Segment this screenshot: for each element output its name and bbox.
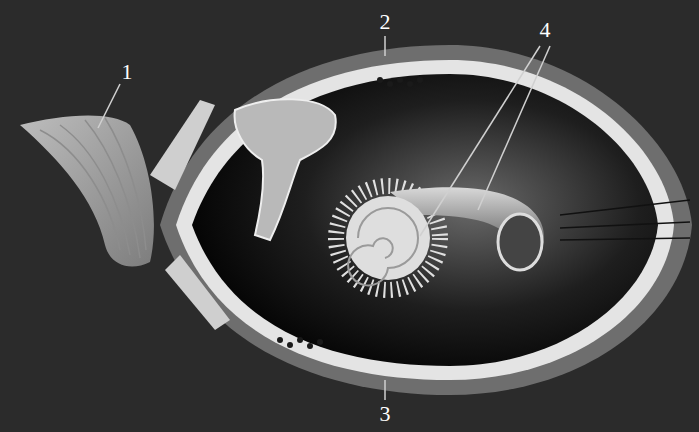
callout-number: 4 [540,19,551,41]
siphon-hairs [560,200,690,240]
retractor-muscle [165,255,230,330]
shell-outer [160,45,692,395]
foot [20,116,154,267]
spiral-line [348,208,418,285]
foot-stripes [40,118,146,258]
mantle-cavity [192,74,658,366]
leader-lines [98,36,550,400]
adductor-muscle [150,100,215,190]
visceral-mass [235,99,336,240]
mantle-band [176,60,674,380]
tube-opening [498,214,542,270]
callout-number: 2 [380,11,391,33]
callout-number: 1 [122,61,133,83]
callout-number: 3 [380,403,391,425]
